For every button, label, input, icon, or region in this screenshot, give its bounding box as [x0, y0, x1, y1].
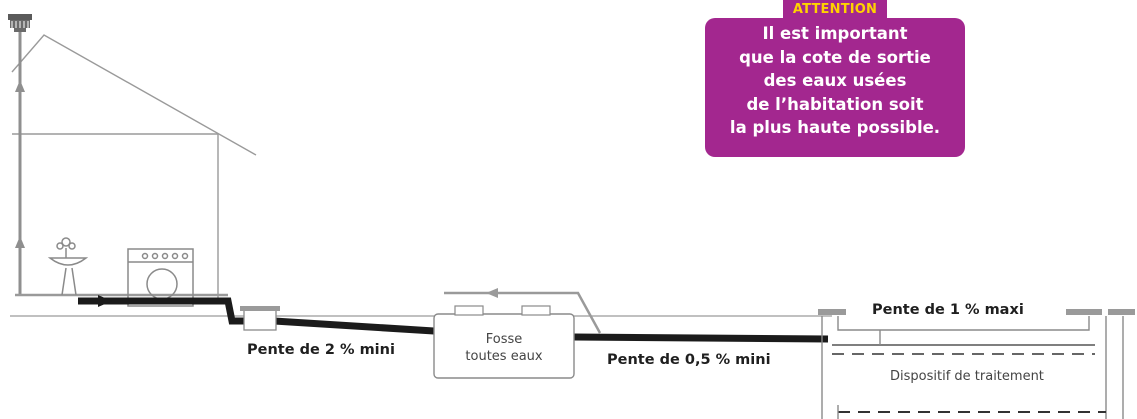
ventilation-stack [15, 30, 25, 295]
treatment-device [821, 316, 1124, 419]
attention-line: que la cote de sortie [739, 47, 931, 67]
sink-icon [47, 237, 89, 296]
ventilation-cap-icon [8, 14, 32, 32]
drain-pipe [78, 297, 829, 343]
attention-message: Il est important que la cote de sortie d… [705, 22, 965, 140]
flow-arrow [98, 295, 112, 307]
attention-line: des eaux usées [763, 71, 907, 90]
washing-machine-icon [127, 248, 194, 307]
attention-box: Il est important que la cote de sortie d… [705, 18, 965, 157]
treatment-covers [818, 309, 1135, 315]
ventilation-return-line [444, 288, 602, 334]
attention-line: de l’habitation soit [746, 94, 924, 114]
septic-tank [433, 305, 575, 379]
attention-line: Il est important [762, 24, 908, 43]
tank-label-line2: toutes eaux [465, 349, 543, 364]
inspection-box [240, 306, 280, 331]
tank-label-line1: Fosse [485, 332, 523, 347]
slope-05-label: Pente de 0,5 % mini [607, 352, 771, 368]
house-outline [11, 34, 257, 300]
attention-line: la plus haute possible. [729, 118, 941, 137]
slope-1-label: Pente de 1 % maxi [872, 302, 1024, 318]
attention-tag: ATTENTION [783, 0, 887, 19]
treatment-label: Dispositif de traitement [890, 369, 1044, 384]
slope-2-label: Pente de 2 % mini [247, 342, 395, 358]
